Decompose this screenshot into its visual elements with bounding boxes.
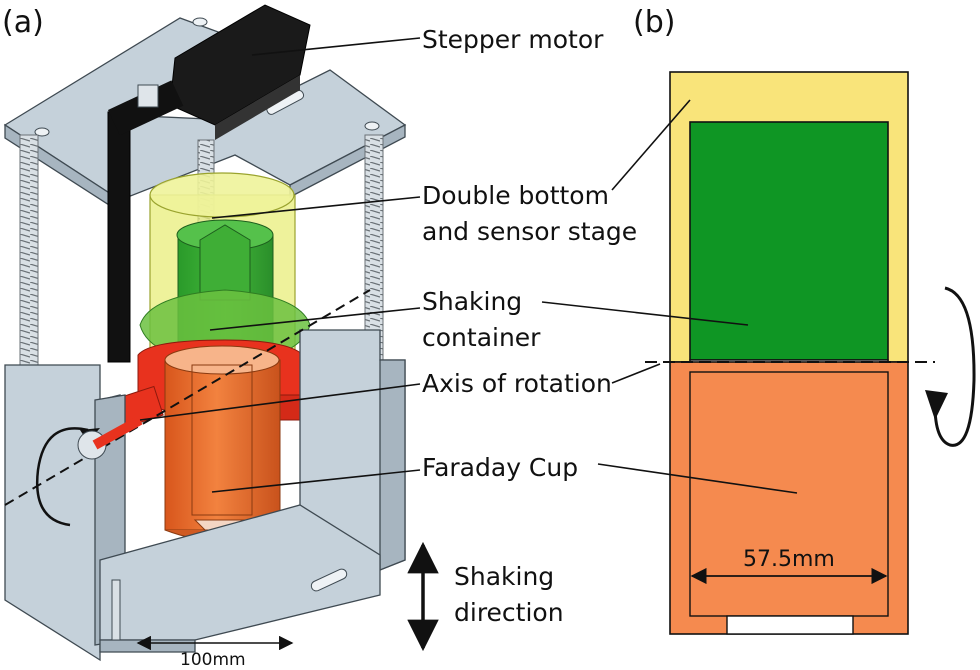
rotation-arrow-a <box>35 427 89 527</box>
rotation-arrow-b-head <box>925 390 948 420</box>
faraday-cup-leader-b <box>597 463 798 494</box>
shaking-container-leader-b <box>541 301 749 326</box>
faraday-cup-label: Faraday Cup <box>422 453 578 482</box>
stepper-motor-label: Stepper motor <box>422 25 604 54</box>
faraday-cup-leader <box>211 469 421 493</box>
shaking-container-label-line2: container <box>422 323 541 352</box>
faraday-cup-render <box>164 345 281 542</box>
axis-of-rotation-label: Axis of rotation <box>422 369 612 398</box>
stepper-motor <box>107 4 311 363</box>
double-bottom-label-line2: and sensor stage <box>422 217 637 246</box>
double-bottom-leader-b <box>611 99 691 191</box>
stepper-motor-leader <box>251 37 421 56</box>
panel-a-render <box>3 4 407 662</box>
panel-a-letter: (a) <box>2 5 44 40</box>
axis-of-rotation-leader <box>139 383 421 421</box>
double-bottom-leader <box>211 196 421 219</box>
threaded-rod-left <box>19 134 39 366</box>
double-bottom-label-line1: Double bottom <box>422 181 609 210</box>
shaking-container-label-line1: Shaking <box>422 287 522 316</box>
axis-pivot-red <box>92 415 143 450</box>
dimension-100mm-label: 100mm <box>180 650 246 670</box>
panel-b-schematic <box>645 71 935 635</box>
axis-of-rotation-line-a <box>4 289 371 506</box>
shaking-container-section <box>689 121 889 361</box>
panel-b-letter: (b) <box>633 5 675 40</box>
shaking-container-leader <box>209 307 421 331</box>
shaking-direction-label-line2: direction <box>454 598 564 627</box>
faraday-cup-bottom-opening <box>726 615 854 635</box>
axis-of-rotation-leader-b <box>611 363 661 384</box>
dimension-57-5mm-label: 57.5mm <box>743 547 835 572</box>
faraday-cup-inner-section <box>689 371 889 617</box>
rotation-arrow-b <box>933 286 976 447</box>
shaking-direction-label-line1: Shaking <box>454 562 554 591</box>
